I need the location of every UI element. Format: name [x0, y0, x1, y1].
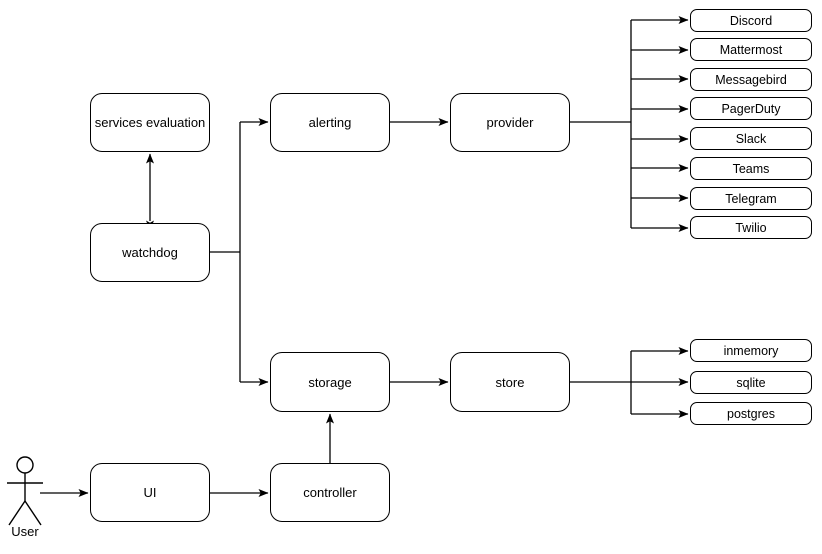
node-label: storage: [308, 374, 352, 390]
node-label: PagerDuty: [721, 101, 781, 116]
node-provider-messagebird[interactable]: Messagebird: [690, 68, 812, 91]
actor-label: User: [11, 524, 39, 539]
node-store-postgres[interactable]: postgres: [690, 402, 812, 425]
node-label: Slack: [735, 131, 767, 146]
node-label: sqlite: [736, 375, 766, 390]
stick-figure-actor-icon: [7, 456, 43, 526]
node-provider-pagerduty[interactable]: PagerDuty: [690, 97, 812, 120]
node-store[interactable]: store: [450, 352, 570, 412]
node-label: Twilio: [735, 220, 767, 235]
node-provider-mattermost[interactable]: Mattermost: [690, 38, 812, 61]
node-label: controller: [303, 485, 357, 500]
node-provider-teams[interactable]: Teams: [690, 157, 812, 180]
node-label: store: [495, 374, 525, 390]
node-label: alerting: [308, 115, 352, 130]
node-label: Messagebird: [715, 72, 787, 87]
node-provider[interactable]: provider: [450, 93, 570, 152]
node-label: postgres: [727, 406, 775, 421]
node-label: Mattermost: [719, 42, 783, 57]
node-provider-telegram[interactable]: Telegram: [690, 187, 812, 210]
node-provider-twilio[interactable]: Twilio: [690, 216, 812, 239]
node-watchdog[interactable]: watchdog: [90, 223, 210, 282]
node-label: Telegram: [725, 191, 777, 206]
node-alerting[interactable]: alerting: [270, 93, 390, 152]
node-label: watchdog: [122, 245, 178, 260]
node-provider-discord[interactable]: Discord: [690, 9, 812, 32]
node-label: Teams: [732, 161, 770, 176]
node-controller[interactable]: controller: [270, 463, 390, 522]
node-store-inmemory[interactable]: inmemory: [690, 339, 812, 362]
node-label: provider: [486, 115, 534, 130]
node-ui[interactable]: UI: [90, 463, 210, 522]
node-label: inmemory: [723, 343, 779, 358]
node-store-sqlite[interactable]: sqlite: [690, 371, 812, 394]
node-services-evaluation[interactable]: services evaluation: [90, 93, 210, 152]
node-label: UI: [143, 485, 157, 500]
node-label: Discord: [729, 13, 773, 28]
node-storage[interactable]: storage: [270, 352, 390, 412]
node-label: services evaluation: [94, 115, 206, 130]
node-provider-slack[interactable]: Slack: [690, 127, 812, 150]
